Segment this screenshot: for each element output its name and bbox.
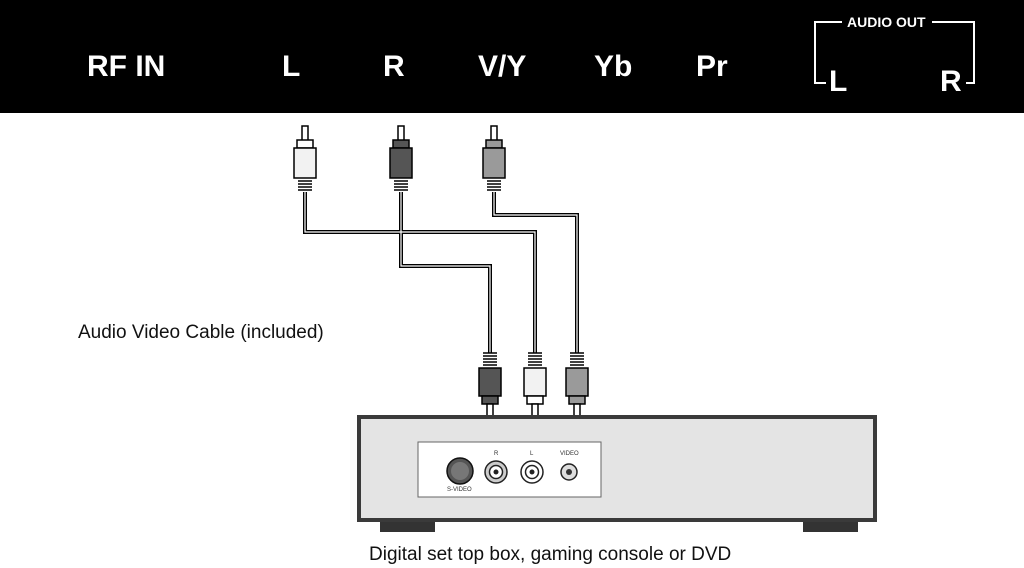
- r-audio-port: R: [484, 451, 508, 484]
- l-port-label: L: [530, 451, 534, 457]
- yb-label: Yb: [594, 50, 632, 83]
- video-vy-label: V/Y: [478, 50, 526, 83]
- video-port-label: VIDEO: [560, 451, 579, 457]
- audio-r-label: R: [383, 50, 405, 83]
- rca-plug-yellow-top: [482, 125, 506, 191]
- device-caption: Digital set top box, gaming console or D…: [369, 544, 731, 565]
- audio-out-title: AUDIO OUT: [847, 14, 926, 30]
- l-audio-port: L: [520, 451, 544, 484]
- s-video-port-label: S-VIDEO: [447, 487, 472, 493]
- red-audio-wire: [399, 192, 492, 353]
- rf-in-label: RF IN: [87, 50, 165, 83]
- audio-out-r-label: R: [940, 65, 962, 98]
- r-port-label: R: [494, 451, 499, 457]
- rca-plug-yellow-bottom: [565, 352, 589, 418]
- rca-plug-red-top: [389, 125, 413, 191]
- audio-out-group: AUDIO OUT L R: [814, 14, 975, 98]
- pr-label: Pr: [696, 50, 728, 83]
- tv-input-panel: RF IN L R V/Y Yb Pr AUDIO OUT L R: [0, 0, 1024, 113]
- rca-plug-white-top: [293, 125, 317, 191]
- rca-plug-white-bottom: [523, 352, 547, 418]
- rca-plug-red-bottom: [478, 352, 502, 418]
- audio-l-label: L: [282, 50, 300, 83]
- cable-label: Audio Video Cable (included): [78, 322, 324, 343]
- panel-background: [0, 0, 1024, 113]
- s-video-port: S-VIDEO: [446, 457, 474, 493]
- av-cable-wires: [303, 192, 579, 353]
- source-device: S-VIDEO R L VIDEO: [357, 415, 877, 532]
- video-port: VIDEO: [560, 451, 579, 481]
- av-cable-wires-inner: [304, 192, 578, 353]
- audio-out-bracket: [814, 21, 975, 84]
- audio-out-l-label: L: [829, 65, 847, 98]
